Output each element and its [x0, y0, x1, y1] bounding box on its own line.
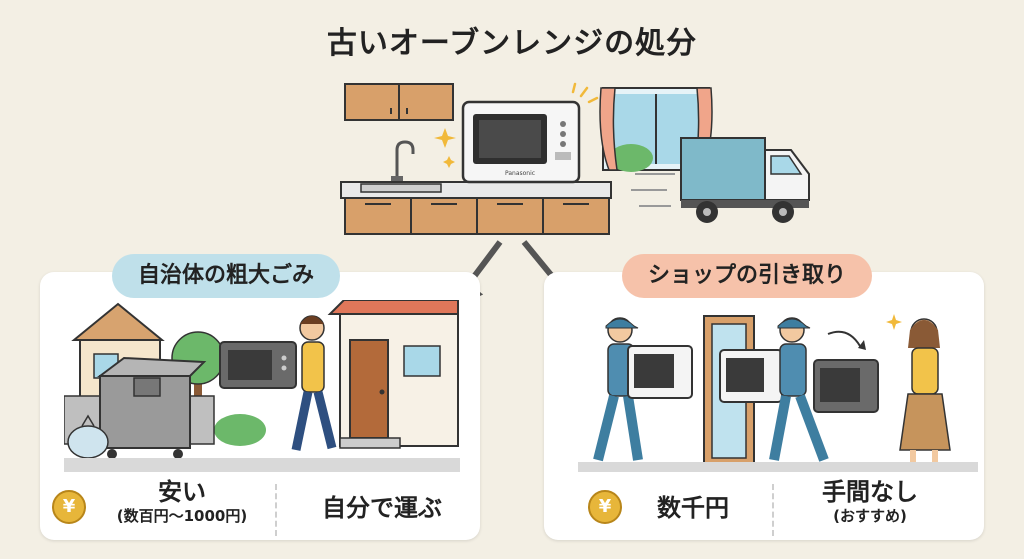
- microwave-brand: Panasonic: [505, 170, 535, 177]
- faucet-icon: [391, 140, 415, 182]
- municipal-disposal-illustration: [64, 300, 460, 472]
- upper-cabinets: [344, 83, 454, 121]
- cost-main: 数千円: [657, 494, 729, 522]
- effort-caption-shop: 手間なし (おすすめ): [780, 478, 960, 526]
- effort-main: 手間なし: [822, 478, 918, 506]
- yen-coin-icon: ¥: [588, 490, 622, 524]
- yen-coin-icon: ¥: [52, 490, 86, 524]
- sparkle-icon: [886, 314, 902, 330]
- effort-sub: (おすすめ): [833, 507, 907, 525]
- curved-arrow-icon: [827, 330, 861, 347]
- person-carrying-microwave: [219, 315, 337, 451]
- caption-divider: [275, 484, 277, 536]
- shop-pickup-illustration: [578, 314, 978, 472]
- cost-caption-shop: 数千円: [626, 494, 760, 522]
- option-label-shop: ショップの引き取り: [622, 254, 873, 298]
- caption-divider: [772, 484, 774, 536]
- cost-main: 安い: [158, 478, 206, 506]
- page-title: 古いオーブンレンジの処分: [326, 26, 698, 61]
- highlight-lines-icon: [571, 82, 599, 104]
- microwave-hero: Panasonic: [461, 100, 581, 184]
- effort-main: 自分で運ぶ: [322, 494, 442, 522]
- cost-caption-municipal: 安い (数百円～1000円): [84, 478, 280, 526]
- dumpster-icon: [97, 356, 207, 459]
- delivery-truck-icon: [631, 137, 810, 223]
- effort-caption-municipal: 自分で運ぶ: [284, 494, 480, 522]
- building-with-door: [327, 300, 459, 449]
- option-label-municipal: 自治体の粗大ごみ: [112, 254, 341, 298]
- ground: [64, 458, 460, 472]
- ground: [578, 462, 978, 472]
- hero-illustration: Panasonic: [340, 82, 810, 235]
- microwave-icon: [719, 349, 783, 403]
- kitchen-counter: [340, 181, 612, 235]
- trash-bag-icon: [67, 414, 109, 459]
- delivery-worker: [769, 317, 879, 462]
- delivery-worker: [593, 317, 693, 462]
- customer-woman: [899, 318, 951, 462]
- cost-sub: (数百円～1000円): [116, 507, 248, 525]
- sparkle-icon: [434, 128, 456, 168]
